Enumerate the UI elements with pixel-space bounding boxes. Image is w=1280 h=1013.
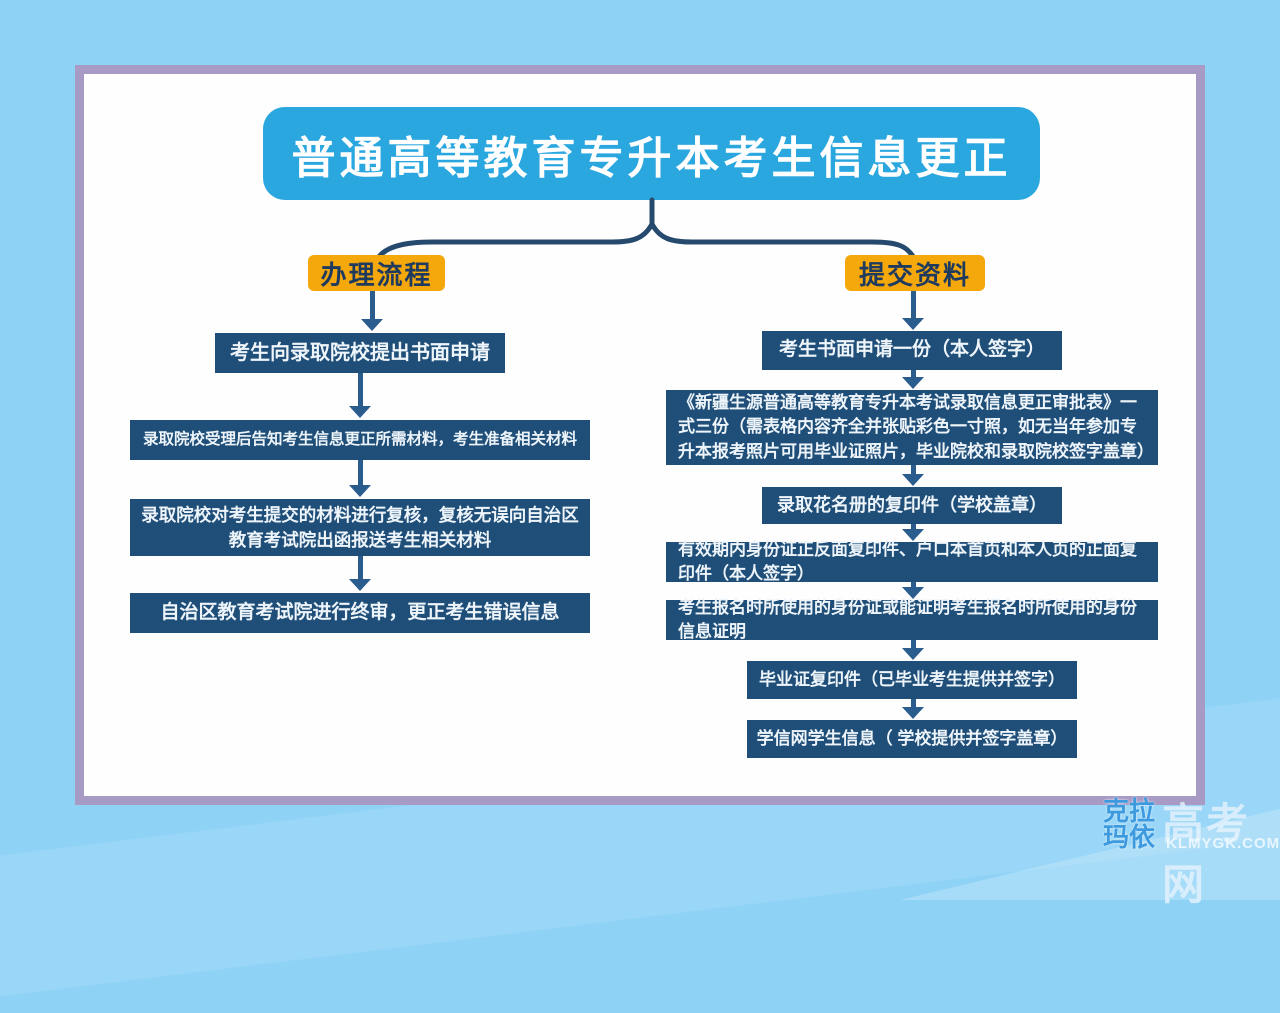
material-item-5: 考生报名时所使用的身份证或能证明考生报名时所使用的身份信息证明 [666, 598, 1158, 641]
material-item-4: 有效期内身份证正反面复印件、户口本首页和本人页的正面复印件（本人签字） [666, 540, 1158, 583]
down-arrow [902, 699, 924, 719]
down-arrow [361, 291, 383, 331]
down-arrow [902, 465, 924, 486]
down-arrow [902, 582, 924, 599]
down-arrow [902, 640, 924, 660]
watermark: 克拉玛依 高考网 KLMYGK.COM [1100, 793, 1280, 908]
page-background: 普通高等教育专升本考生信息更正 办理流程 提交资料 考生向录取院校提出书面申请 … [0, 65, 1280, 1013]
watermark-domain: KLMYGK.COM [1166, 835, 1280, 852]
down-arrow [902, 291, 924, 330]
material-item-1: 考生书面申请一份（本人签字） [762, 331, 1062, 370]
down-arrow [349, 373, 371, 418]
material-item-3: 录取花名册的复印件（学校盖章） [762, 487, 1062, 524]
down-arrow [902, 370, 924, 389]
down-arrow [349, 460, 371, 497]
down-arrow [902, 524, 924, 541]
material-item-6: 毕业证复印件（已毕业考生提供并签字） [747, 661, 1077, 699]
process-step-3: 录取院校对考生提交的材料进行复核，复核无误向自治区教育考试院出函报送考生相关材料 [130, 499, 590, 556]
branch-label-materials: 提交资料 [845, 255, 985, 291]
flowchart-title: 普通高等教育专升本考生信息更正 [263, 107, 1040, 200]
down-arrow [349, 556, 371, 591]
material-item-2: 《新疆生源普通高等教育专升本考试录取信息更正审批表》一式三份（需表格内容齐全并张… [666, 390, 1158, 465]
watermark-site-name: 克拉玛依 [1103, 796, 1156, 852]
branch-label-process: 办理流程 [308, 255, 445, 291]
process-step-2: 录取院校受理后告知考生信息更正所需材料，考生准备相关材料 [130, 420, 590, 460]
process-step-1: 考生向录取院校提出书面申请 [215, 333, 505, 373]
material-item-7: 学信网学生信息（ 学校提供并签字盖章） [747, 720, 1077, 758]
process-step-4: 自治区教育考试院进行终审，更正考生错误信息 [130, 593, 590, 633]
